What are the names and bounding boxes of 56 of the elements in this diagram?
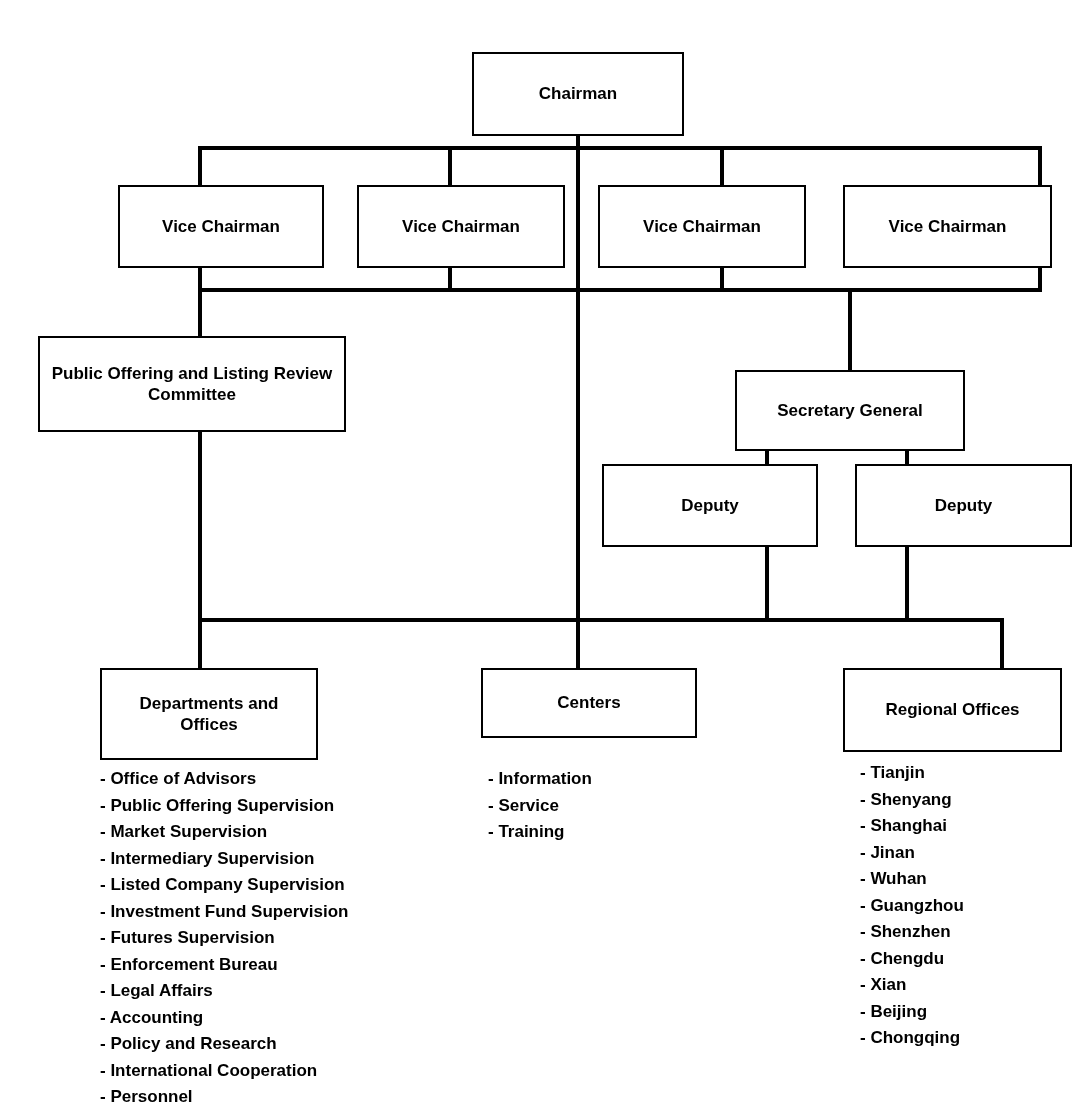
list-item: - Intermediary Supervision (100, 847, 316, 870)
list-item: - Xian (860, 974, 908, 996)
connector-line (765, 451, 769, 464)
list-item: - Investment Fund Supervision (100, 900, 349, 923)
list-item: - Personnel (100, 1086, 194, 1108)
list-item: - Policy and Research (100, 1033, 278, 1055)
list-item: - Market Supervision (100, 821, 269, 843)
list-item: - Public Offering Supervision (100, 794, 336, 817)
list-item: - Chongqing (860, 1027, 962, 1049)
org-box (843, 668, 1062, 752)
list-item: - International Cooperation (100, 1059, 319, 1082)
box-title: Public Offering and Listing Review Committee (50, 362, 334, 406)
org-box (602, 464, 818, 547)
list-item: - Training (488, 821, 566, 843)
org-box (100, 668, 318, 760)
list-item: - Shanghai (860, 815, 948, 837)
connector-line (905, 547, 1004, 668)
list-item: - Enforcement Bureau (100, 953, 279, 976)
connector-line (576, 136, 580, 668)
list-item: - Information (488, 768, 592, 790)
org-box (735, 370, 965, 451)
box-title: Deputy (681, 494, 739, 517)
list-item: - Office of Advisors (100, 768, 258, 790)
list-item: - Wuhan (860, 868, 928, 890)
list-item: - Shenyang (860, 788, 953, 811)
list-item: - Tianjin (860, 762, 926, 784)
box-title: Vice Chairman (402, 215, 520, 238)
list-item: - Shenzhen (860, 921, 952, 943)
org-box (843, 185, 1052, 268)
list-item: - Listed Company Supervision (100, 874, 346, 896)
list-item: - Jinan (860, 841, 916, 864)
connector-line (848, 268, 1042, 370)
org-box (481, 668, 697, 738)
org-box (357, 185, 565, 268)
list-item: - Service (488, 794, 560, 817)
box-title: Departments and Offices (138, 692, 280, 736)
list-item: - Accounting (100, 1006, 205, 1029)
org-box (38, 336, 346, 432)
box-title: Regional Offices (885, 699, 1020, 721)
connector-line (905, 451, 909, 464)
list-item: - Chengdu (860, 947, 946, 970)
org-box (118, 185, 324, 268)
list-item: - Beijing (860, 1000, 929, 1023)
box-title: Chairman (538, 83, 618, 105)
org-box (855, 464, 1072, 547)
org-box (472, 52, 684, 136)
list-item: - Futures Supervision (100, 927, 276, 949)
box-title: Secretary General (777, 399, 923, 422)
box-title: Vice Chairman (162, 215, 280, 238)
box-title: Vice Chairman (643, 215, 761, 238)
box-title: Centers (557, 692, 621, 714)
list-item: - Guangzhou (860, 894, 964, 917)
org-box (598, 185, 806, 268)
box-title: Vice Chairman (888, 215, 1007, 238)
box-title: Deputy (934, 494, 993, 517)
list-item: - Legal Affairs (100, 980, 214, 1002)
